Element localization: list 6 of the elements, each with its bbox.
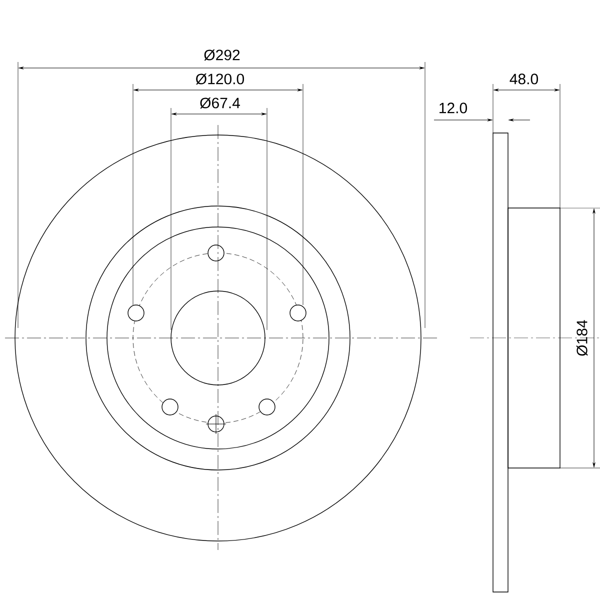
dimension-label: Ø67.4 [200,97,240,109]
dimension-label: Ø292 [204,49,240,61]
dimension-label: Ø120.0 [196,73,244,85]
dimension-label: 48.0 [510,74,538,84]
dimension-label: Ø184 [576,320,588,356]
dimension-label: 12.0 [440,102,467,114]
